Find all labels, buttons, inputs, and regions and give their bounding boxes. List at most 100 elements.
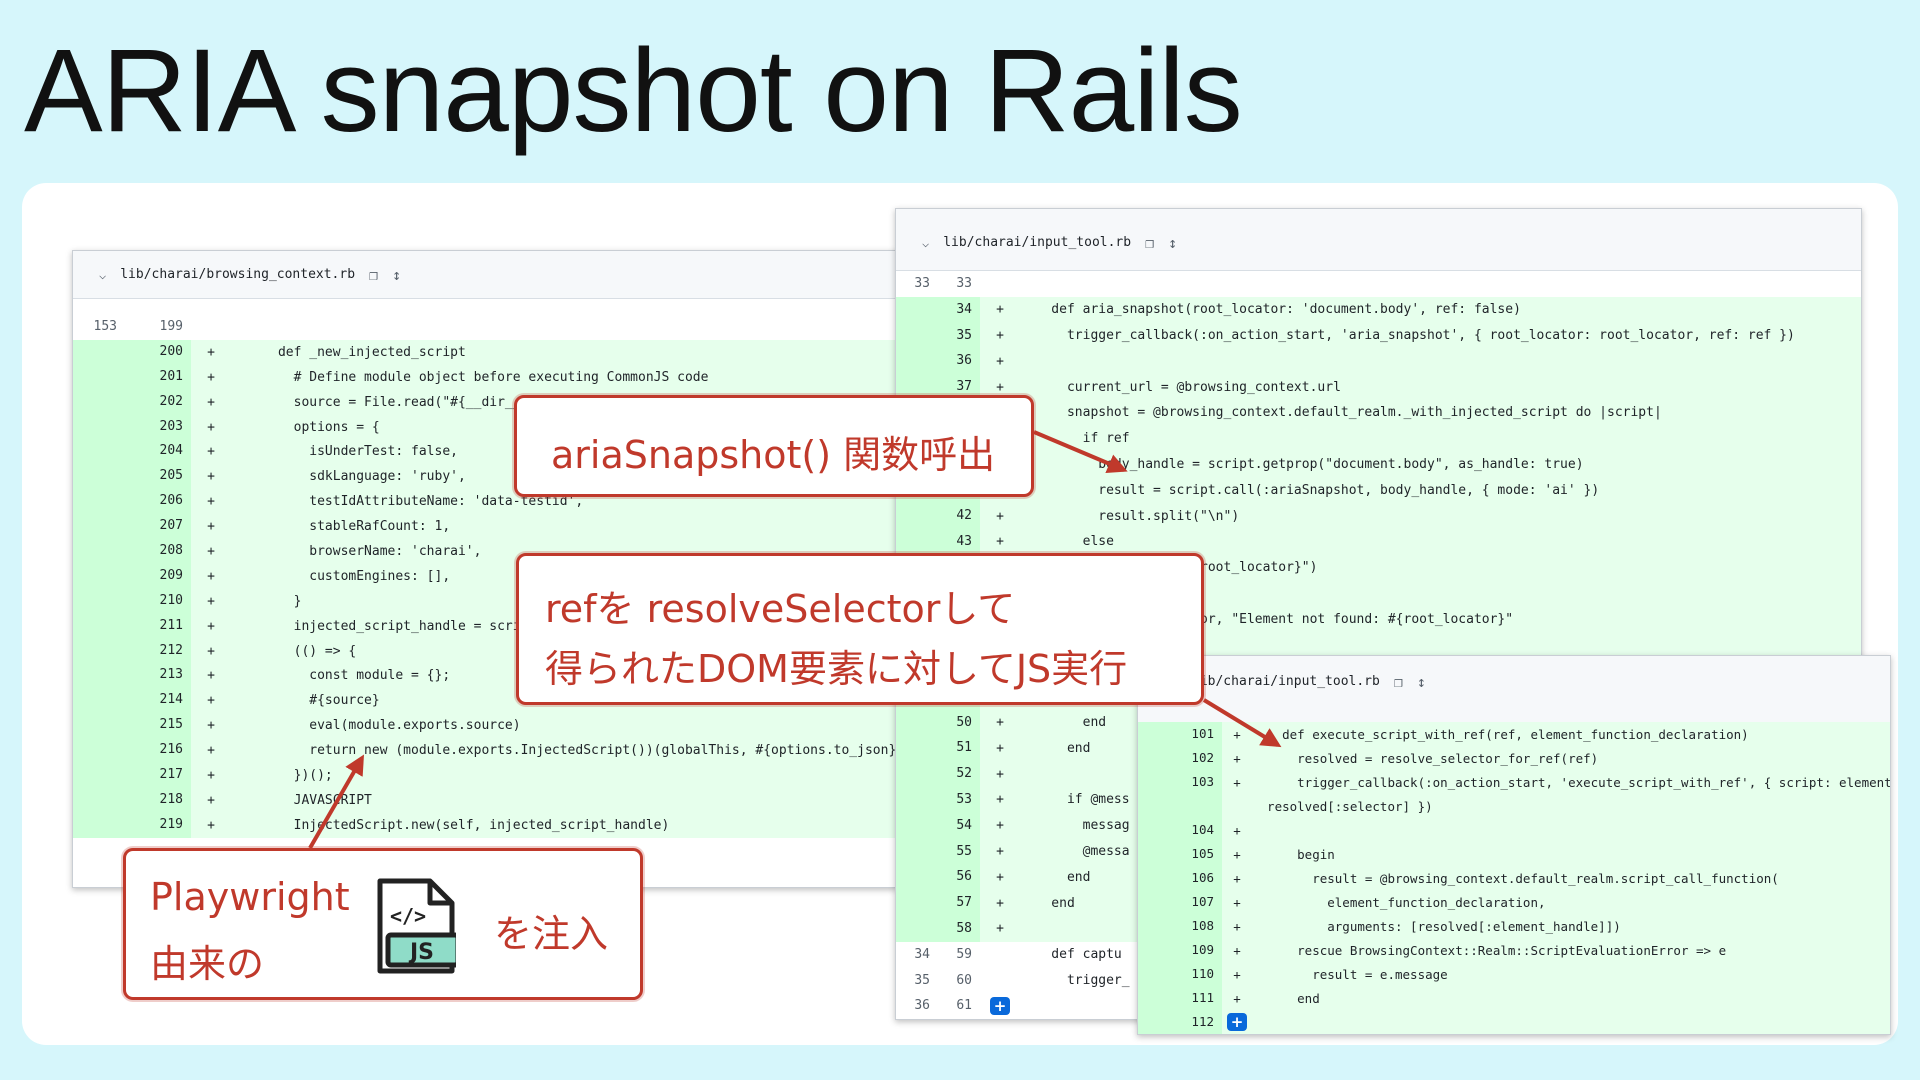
new-line-number[interactable]: 42 — [938, 503, 980, 529]
old-line-number[interactable] — [1138, 986, 1180, 1010]
new-line-number[interactable]: 215 — [125, 713, 191, 739]
new-line-number[interactable]: 205 — [125, 464, 191, 490]
copy-icon[interactable]: ❐ — [369, 265, 379, 284]
new-line-number[interactable]: 104 — [1180, 818, 1222, 842]
old-line-number[interactable] — [73, 638, 125, 664]
new-line-number[interactable]: 199 — [125, 315, 191, 340]
new-line-number[interactable]: 219 — [125, 812, 191, 838]
new-line-number[interactable]: 53 — [938, 786, 980, 813]
copy-icon[interactable]: ❐ — [1145, 233, 1155, 252]
old-line-number[interactable] — [1138, 1010, 1180, 1034]
new-line-number[interactable]: 201 — [125, 364, 191, 390]
new-line-number[interactable]: 106 — [1180, 866, 1222, 890]
new-line-number[interactable]: 108 — [1180, 914, 1222, 938]
old-line-number[interactable] — [896, 735, 938, 762]
old-line-number[interactable]: 36 — [896, 993, 938, 1019]
old-line-number[interactable] — [896, 838, 938, 865]
old-line-number[interactable] — [1138, 746, 1180, 770]
expand-lines-button[interactable]: + — [1227, 1013, 1247, 1031]
chevron-down-icon[interactable]: ⌵ — [99, 267, 107, 282]
old-line-number[interactable] — [1138, 722, 1180, 746]
new-line-number[interactable]: 217 — [125, 763, 191, 788]
old-line-number[interactable]: 34 — [896, 941, 938, 968]
old-line-number[interactable] — [896, 812, 938, 839]
new-line-number[interactable]: 207 — [125, 514, 191, 540]
new-line-number[interactable]: 216 — [125, 738, 191, 764]
old-line-number[interactable] — [1138, 842, 1180, 866]
new-line-number[interactable]: 214 — [125, 688, 191, 714]
old-line-number[interactable] — [73, 812, 125, 838]
new-line-number[interactable]: 59 — [938, 941, 980, 968]
new-line-number[interactable]: 206 — [125, 489, 191, 515]
old-line-number[interactable] — [896, 786, 938, 813]
new-line-number[interactable]: 210 — [125, 588, 191, 614]
old-line-number[interactable] — [1138, 866, 1180, 890]
old-line-number[interactable] — [896, 503, 938, 529]
old-line-number[interactable] — [896, 890, 938, 916]
old-line-number[interactable] — [896, 348, 938, 375]
new-line-number[interactable]: 111 — [1180, 986, 1222, 1010]
old-line-number[interactable] — [73, 364, 125, 390]
new-line-number[interactable]: 57 — [938, 890, 980, 916]
old-line-number[interactable] — [73, 539, 125, 564]
new-line-number[interactable]: 109 — [1180, 938, 1222, 962]
new-line-number[interactable]: 56 — [938, 864, 980, 891]
new-line-number[interactable]: 36 — [938, 348, 980, 375]
old-line-number[interactable] — [896, 915, 938, 942]
new-line-number[interactable]: 203 — [125, 414, 191, 440]
new-line-number[interactable]: 200 — [125, 339, 191, 365]
old-line-number[interactable] — [73, 489, 125, 515]
old-line-number[interactable] — [73, 464, 125, 490]
old-line-number[interactable] — [1138, 914, 1180, 938]
old-line-number[interactable] — [73, 763, 125, 788]
expand-icon[interactable]: ↕ — [1168, 233, 1178, 252]
expand-icon[interactable]: ↕ — [392, 265, 402, 284]
new-line-number[interactable]: 211 — [125, 613, 191, 639]
new-line-number[interactable]: 54 — [938, 812, 980, 839]
new-line-number[interactable]: 55 — [938, 838, 980, 865]
copy-icon[interactable]: ❐ — [1393, 672, 1403, 691]
new-line-number[interactable]: 208 — [125, 539, 191, 564]
old-line-number[interactable] — [73, 414, 125, 440]
new-line-number[interactable]: 50 — [938, 709, 980, 736]
old-line-number[interactable] — [73, 339, 125, 365]
old-line-number[interactable] — [896, 322, 938, 349]
new-line-number[interactable]: 43 — [938, 528, 980, 555]
old-line-number[interactable]: 35 — [896, 967, 938, 994]
new-line-number[interactable]: 60 — [938, 967, 980, 994]
new-line-number[interactable]: 202 — [125, 389, 191, 415]
new-line-number[interactable]: 52 — [938, 761, 980, 787]
old-line-number[interactable] — [73, 514, 125, 540]
new-line-number[interactable]: 110 — [1180, 962, 1222, 986]
old-line-number[interactable] — [1138, 890, 1180, 914]
old-line-number[interactable] — [1138, 962, 1180, 986]
old-line-number[interactable] — [73, 439, 125, 465]
expand-icon[interactable]: ↕ — [1416, 672, 1426, 691]
new-line-number[interactable]: 101 — [1180, 722, 1222, 746]
new-line-number[interactable]: 213 — [125, 663, 191, 689]
new-line-number[interactable]: 212 — [125, 638, 191, 664]
old-line-number[interactable] — [896, 709, 938, 736]
new-line-number[interactable]: 209 — [125, 563, 191, 589]
new-line-number[interactable]: 103 — [1180, 770, 1222, 794]
new-line-number[interactable]: 33 — [938, 271, 980, 297]
old-line-number[interactable] — [73, 588, 125, 614]
old-line-number[interactable] — [73, 663, 125, 689]
old-line-number[interactable] — [73, 563, 125, 589]
new-line-number[interactable]: 218 — [125, 787, 191, 813]
new-line-number[interactable]: 61 — [938, 993, 980, 1019]
old-line-number[interactable] — [896, 296, 938, 323]
old-line-number[interactable] — [1138, 818, 1180, 842]
old-line-number[interactable] — [73, 738, 125, 764]
old-line-number[interactable] — [73, 713, 125, 739]
old-line-number[interactable] — [1138, 794, 1180, 818]
expand-lines-button[interactable]: + — [990, 997, 1010, 1016]
new-line-number[interactable] — [1180, 794, 1222, 818]
new-line-number[interactable]: 34 — [938, 296, 980, 323]
new-line-number[interactable]: 35 — [938, 322, 980, 349]
old-line-number[interactable] — [896, 761, 938, 787]
old-line-number[interactable] — [896, 864, 938, 891]
new-line-number[interactable]: 58 — [938, 915, 980, 942]
old-line-number[interactable] — [73, 389, 125, 415]
new-line-number[interactable]: 107 — [1180, 890, 1222, 914]
